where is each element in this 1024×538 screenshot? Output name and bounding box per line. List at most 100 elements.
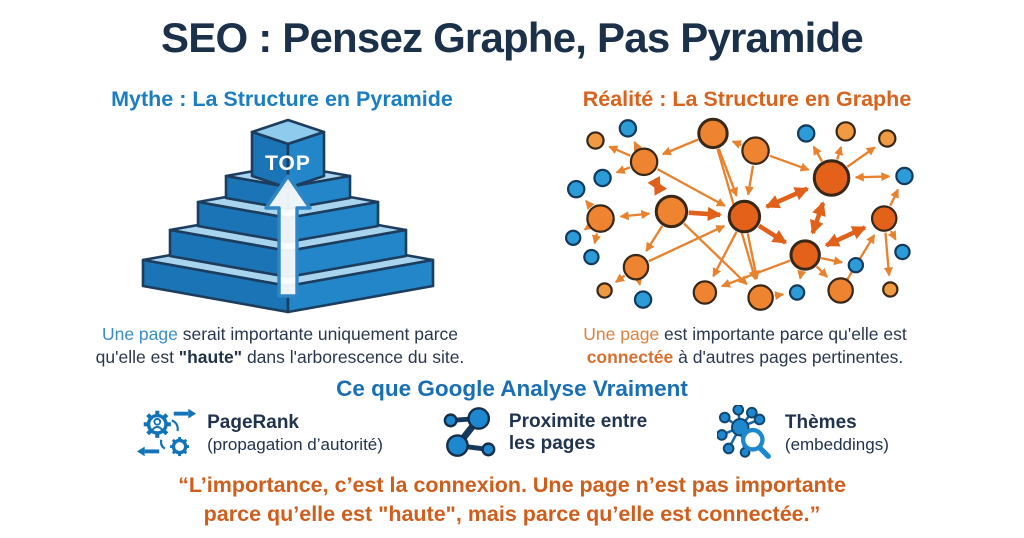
graph-node-blue	[847, 256, 865, 274]
graph-node-orange	[741, 136, 770, 165]
quote-line-1: “L’importance, c’est la connexion. Une p…	[178, 473, 846, 497]
graph-node-orange	[586, 204, 615, 233]
reality-caption: Une page est importante parce qu'elle es…	[558, 323, 932, 369]
graph-node-orange	[692, 280, 718, 305]
graph-figure	[564, 117, 914, 311]
graph-edge	[633, 141, 643, 152]
graph-edge	[688, 206, 722, 222]
graph-node-blue	[566, 179, 586, 199]
graph-edge	[608, 145, 631, 157]
graph-edge	[682, 222, 748, 286]
caption-segment: Une page	[583, 324, 665, 344]
graph-node-orange	[596, 282, 613, 299]
topic-cluster-search-icon	[716, 405, 771, 459]
graph-edge	[765, 186, 810, 209]
pyramid-figure: TOP	[141, 118, 435, 314]
graph-edge	[661, 138, 699, 156]
myth-caption: Une page serait importante uniquement pa…	[78, 323, 482, 369]
graph-edge	[656, 168, 726, 207]
graph-edge	[615, 165, 631, 174]
graph-node-blue	[618, 119, 638, 138]
up-arrow-icon	[264, 174, 312, 298]
graph-node-blue	[788, 284, 806, 301]
graph-edge	[731, 140, 742, 149]
graph-edge	[757, 223, 788, 245]
graph-edge	[774, 291, 785, 301]
graph-node-orange	[622, 253, 650, 281]
graph-node-orange	[835, 121, 856, 142]
graph-edge	[854, 172, 891, 182]
graph-edge	[889, 188, 900, 207]
graph-edge	[619, 209, 651, 221]
graph-node-blue	[564, 229, 582, 247]
analysis-heading: Ce que Google Analyse Vraiment	[336, 376, 688, 401]
graph-edge	[815, 265, 828, 278]
graph-node-orange	[812, 159, 851, 197]
graph-edge	[883, 232, 893, 277]
graph-edge	[648, 224, 726, 263]
graph-edge	[834, 145, 843, 160]
graph-node-blue	[583, 248, 600, 266]
analysis-item-proximity: Proximite entre les pages	[441, 405, 659, 461]
caption-segment: connectée	[586, 347, 674, 367]
item-text: Proximite entre les pages	[509, 411, 659, 455]
graph-edge	[712, 231, 738, 278]
caption-segment: Une page	[101, 324, 183, 344]
graph-edge	[645, 225, 664, 252]
graph-edge	[797, 269, 807, 280]
graph-node-blue	[633, 290, 653, 309]
graph-node-orange	[727, 199, 762, 234]
analysis-item-themes: Thèmes (embeddings)	[716, 405, 889, 461]
graph-node-orange	[586, 131, 605, 150]
graph-edge	[744, 165, 755, 196]
item-title: PageRank	[207, 411, 299, 433]
page-title: SEO : Pensez Graphe, Pas Pyramide	[161, 14, 864, 61]
graph-edge	[592, 233, 601, 245]
caption-segment: serait importante uniquement parce qu'el…	[95, 324, 459, 367]
gears-transfer-icon	[137, 408, 197, 457]
item-title: Proximite entre les pages	[508, 411, 648, 454]
graph-node-orange	[827, 277, 854, 304]
graph-node-orange	[697, 117, 729, 150]
item-subtitle: (embeddings)	[784, 434, 889, 454]
graph-edge	[820, 256, 844, 266]
graph-edge	[846, 146, 876, 168]
linked-nodes-icon	[443, 407, 496, 457]
graph-edge	[583, 221, 594, 231]
quote: “L’importance, c’est la connexion. Une p…	[62, 471, 962, 529]
graph-edge	[824, 225, 867, 248]
caption-segment: est importante parce qu'elle est	[664, 324, 907, 344]
graph-edge	[769, 154, 810, 172]
graph-edge	[810, 201, 826, 235]
graph-node-blue	[796, 124, 816, 143]
graph-edge	[585, 200, 595, 210]
analysis-item-pagerank: PageRank (propagation d’autorité)	[135, 405, 383, 461]
graph-node-blue	[593, 168, 612, 188]
graph-edge	[812, 145, 824, 162]
caption-segment: à d'autres pages pertinentes.	[673, 347, 904, 367]
analysis-items: PageRank (propagation d’autorité)	[0, 405, 1024, 461]
graph-edge	[633, 275, 643, 286]
item-subtitle: (propagation d’autorité)	[207, 434, 383, 454]
graph-node-orange	[747, 284, 774, 311]
graph-node-orange	[878, 129, 897, 148]
item-text: Thèmes (embeddings)	[785, 412, 889, 455]
item-title: Thèmes	[784, 411, 857, 433]
graph-node-orange	[882, 281, 899, 298]
caption-segment: dans l'arborescence du site.	[242, 347, 465, 367]
quote-line-2: parce qu’elle est "haute", mais parce qu…	[203, 502, 821, 526]
graph-node-blue	[894, 243, 911, 261]
myth-heading: Mythe : La Structure en Pyramide	[111, 87, 453, 111]
graph-edge	[615, 273, 626, 284]
graph-node-orange	[789, 239, 821, 271]
item-text: PageRank (propagation d’autorité)	[207, 412, 383, 455]
graph-node-orange	[870, 205, 898, 232]
graph-node-orange	[629, 147, 659, 177]
graph-edge	[717, 148, 738, 197]
graph-edge	[647, 175, 668, 196]
caption-segment: "haute"	[178, 347, 243, 367]
graph-node-orange	[654, 194, 689, 229]
graph-node-blue	[895, 166, 914, 186]
graph-edge	[887, 230, 897, 241]
